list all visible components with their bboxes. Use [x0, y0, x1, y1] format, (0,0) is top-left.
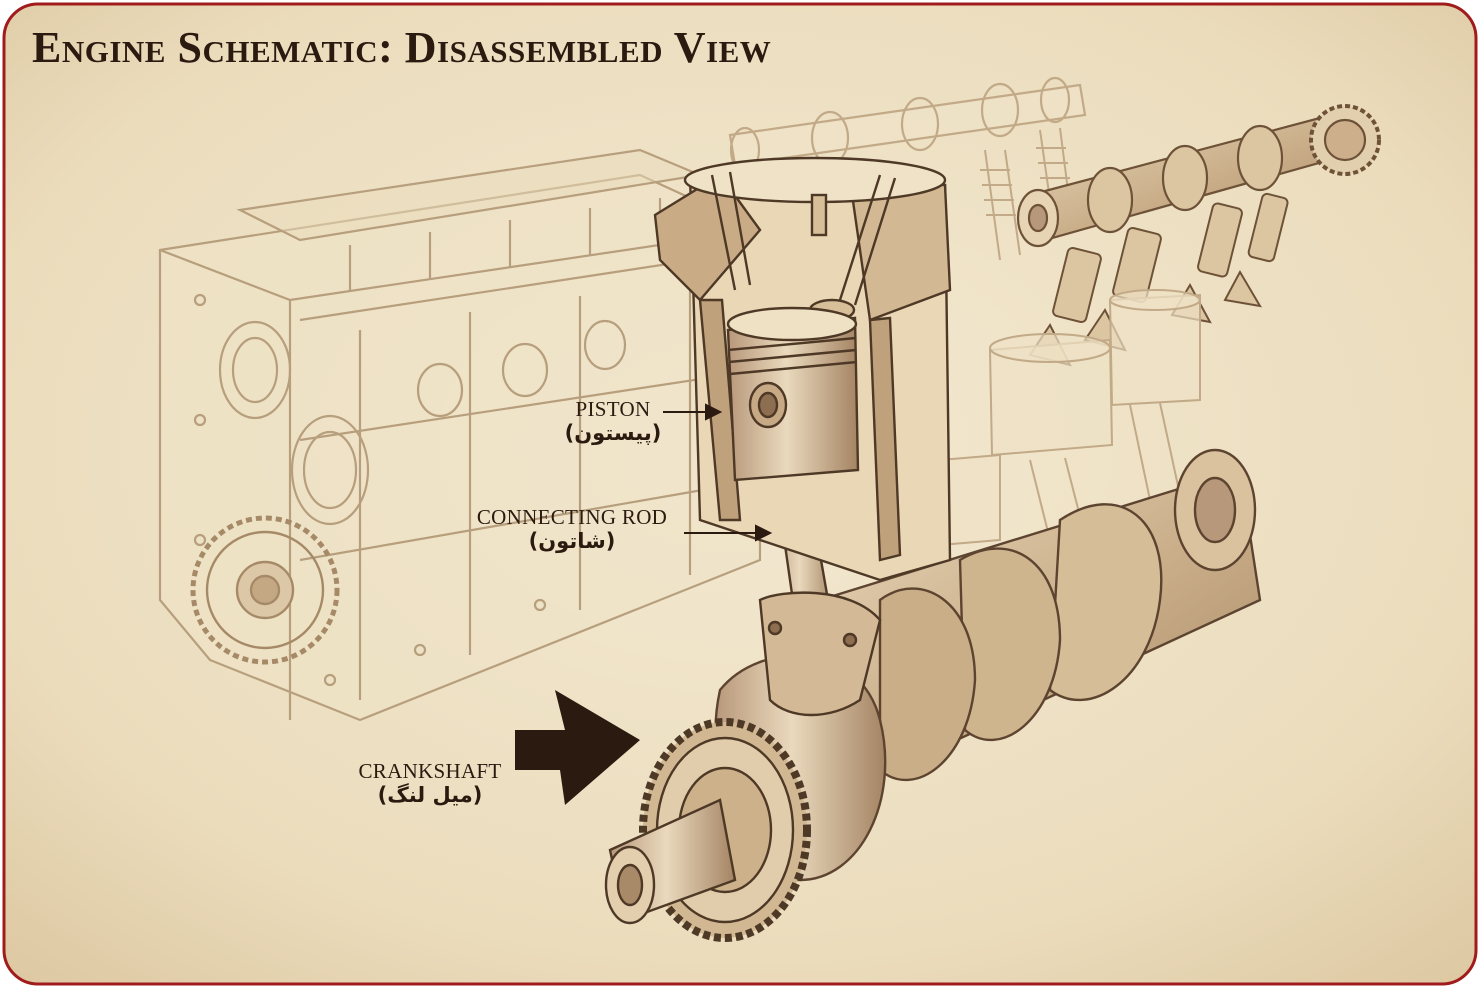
- crankshaft-gear: [604, 718, 811, 942]
- connecting-rod-label: CONNECTING ROD (شاتون): [462, 505, 682, 553]
- ghost-pistons: [939, 289, 1201, 561]
- piston-label: PISTON (پیستون): [558, 397, 668, 445]
- crankshaft-label-fa: (میل لنگ): [377, 782, 483, 807]
- label-arrows: [663, 403, 773, 542]
- crankshaft-big-arrow: [515, 690, 640, 805]
- crankshaft-label-en: CRANKSHAFT: [358, 759, 502, 783]
- piston-label-en: PISTON: [575, 397, 651, 421]
- crankshaft-label: CRANKSHAFT (میل لنگ): [340, 759, 520, 807]
- engine-block: [158, 148, 762, 722]
- piston: [726, 306, 860, 482]
- diagram-title: Engine Schematic: Disassembled View: [32, 23, 772, 72]
- connecting-rod-label-en: CONNECTING ROD: [476, 505, 668, 529]
- timing-gear: [190, 515, 340, 665]
- right-camshaft: [1016, 104, 1381, 248]
- piston-label-fa: (پیستون): [564, 420, 662, 445]
- connecting-rod-label-fa: (شاتون): [528, 528, 616, 553]
